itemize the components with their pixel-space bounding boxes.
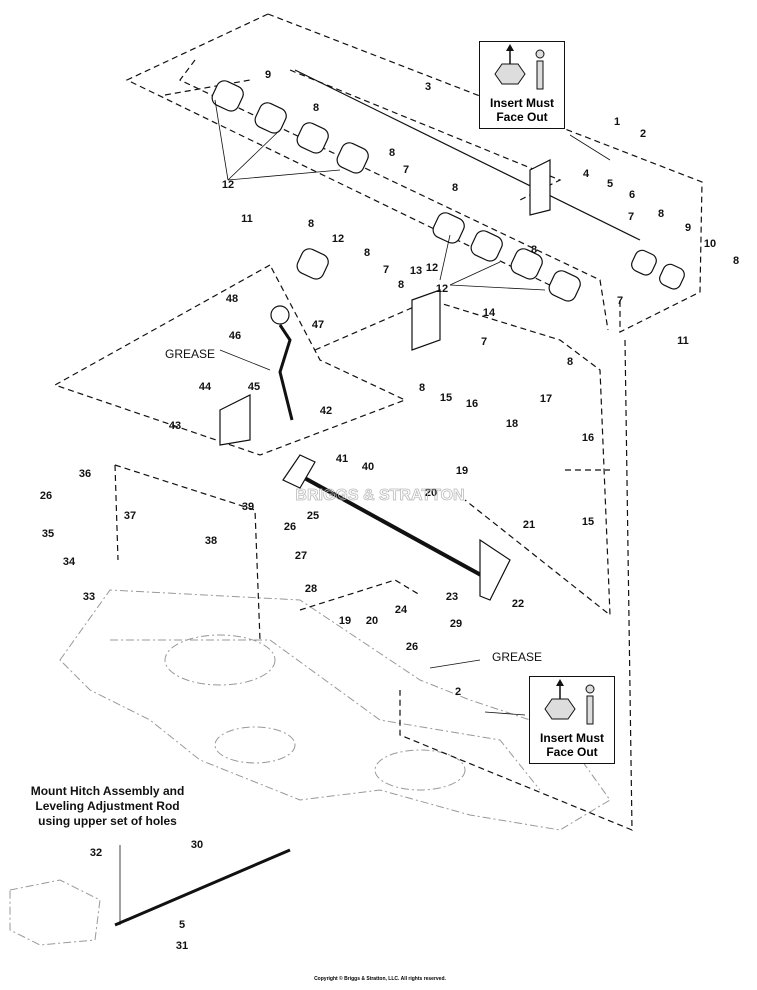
callout-37: 37 bbox=[124, 510, 136, 522]
callout-45: 45 bbox=[248, 381, 260, 393]
callout-26: 26 bbox=[406, 641, 418, 653]
callout-13: 13 bbox=[410, 265, 422, 277]
hitch-note-line: Leveling Adjustment Rod bbox=[35, 799, 180, 813]
callout-8: 8 bbox=[531, 244, 537, 256]
callout-4: 4 bbox=[583, 168, 590, 180]
rod-3 bbox=[294, 69, 641, 241]
callout-8: 8 bbox=[567, 356, 573, 368]
callout-6: 6 bbox=[629, 189, 635, 201]
callout-23: 23 bbox=[446, 591, 458, 603]
grease-label: GREASE bbox=[492, 650, 542, 664]
callout-24: 24 bbox=[395, 604, 408, 616]
callout-7: 7 bbox=[383, 264, 389, 276]
callout-17: 17 bbox=[540, 393, 552, 405]
callout-26: 26 bbox=[40, 490, 52, 502]
lift-shaft-assembly bbox=[114, 159, 551, 927]
callout-20: 20 bbox=[366, 615, 378, 627]
callout-16: 16 bbox=[466, 398, 478, 410]
callout-10: 10 bbox=[704, 238, 716, 250]
nut-bolt-icon bbox=[494, 44, 545, 90]
callout-3: 3 bbox=[425, 81, 431, 93]
callout-28: 28 bbox=[305, 583, 317, 595]
rollers bbox=[211, 80, 685, 302]
callout-30: 30 bbox=[191, 839, 203, 851]
insert-note-line2: Face Out bbox=[496, 110, 548, 124]
callout-15: 15 bbox=[582, 516, 594, 528]
callout-2: 2 bbox=[455, 686, 461, 698]
callout-11: 11 bbox=[677, 335, 689, 347]
callout-8: 8 bbox=[364, 247, 370, 259]
callout-16: 16 bbox=[582, 432, 594, 444]
callout-44: 44 bbox=[199, 381, 212, 393]
callout-2: 2 bbox=[640, 128, 646, 140]
callout-1: 1 bbox=[614, 116, 620, 128]
callout-11: 11 bbox=[241, 213, 253, 225]
insert-note-line2: Face Out bbox=[546, 745, 598, 759]
callout-46: 46 bbox=[229, 330, 241, 342]
callout-32: 32 bbox=[90, 847, 102, 859]
callout-19: 19 bbox=[456, 465, 468, 477]
callout-42: 42 bbox=[320, 405, 332, 417]
hitch-assembly bbox=[9, 879, 101, 946]
callout-26: 26 bbox=[284, 521, 296, 533]
callout-38: 38 bbox=[205, 535, 217, 547]
callout-31: 31 bbox=[176, 940, 188, 952]
leader-lines bbox=[119, 99, 611, 925]
callout-39: 39 bbox=[242, 501, 254, 513]
callout-36: 36 bbox=[79, 468, 91, 480]
callout-27: 27 bbox=[295, 550, 307, 562]
insert-note-line1: Insert Must bbox=[489, 96, 554, 110]
callout-12: 12 bbox=[426, 262, 438, 274]
callout-9: 9 bbox=[265, 69, 271, 81]
callout-5: 5 bbox=[179, 919, 185, 931]
callout-47: 47 bbox=[312, 319, 324, 331]
callout-35: 35 bbox=[42, 528, 54, 540]
callout-40: 40 bbox=[362, 461, 374, 473]
callout-8: 8 bbox=[658, 208, 664, 220]
callout-7: 7 bbox=[628, 211, 634, 223]
callout-41: 41 bbox=[336, 453, 348, 465]
callout-18: 18 bbox=[506, 418, 518, 430]
callout-33: 33 bbox=[83, 591, 95, 603]
callout-8: 8 bbox=[389, 147, 395, 159]
callout-29: 29 bbox=[450, 618, 462, 630]
hitch-note-line: using upper set of holes bbox=[38, 814, 177, 828]
callout-15: 15 bbox=[440, 392, 452, 404]
callout-7: 7 bbox=[617, 295, 623, 307]
callout-8: 8 bbox=[419, 382, 425, 394]
callout-19: 19 bbox=[339, 615, 351, 627]
nut-bolt-icon bbox=[544, 679, 595, 725]
callout-8: 8 bbox=[452, 182, 458, 194]
callout-43: 43 bbox=[169, 420, 181, 432]
callout-25: 25 bbox=[307, 510, 319, 522]
callout-8: 8 bbox=[308, 218, 314, 230]
grease-label: GREASE bbox=[165, 347, 215, 361]
callout-7: 7 bbox=[403, 164, 409, 176]
callout-12: 12 bbox=[436, 283, 448, 295]
callout-21: 21 bbox=[523, 519, 535, 531]
hitch-note-line: Mount Hitch Assembly and bbox=[30, 784, 185, 798]
callout-5: 5 bbox=[607, 178, 613, 190]
mower-deck bbox=[59, 589, 611, 831]
callout-48: 48 bbox=[226, 293, 238, 305]
callout-20: 20 bbox=[425, 487, 437, 499]
watermark: BRIGGS & STRATTON bbox=[295, 487, 464, 504]
hitch-note: Mount Hitch Assembly and Leveling Adjust… bbox=[20, 784, 195, 829]
callout-7: 7 bbox=[481, 336, 487, 348]
callout-34: 34 bbox=[63, 556, 76, 568]
insert-note-line1: Insert Must bbox=[539, 731, 604, 745]
callout-12: 12 bbox=[332, 233, 344, 245]
callout-8: 8 bbox=[313, 102, 319, 114]
callout-22: 22 bbox=[512, 598, 524, 610]
callout-8: 8 bbox=[398, 279, 404, 291]
copyright: Copyright © Briggs & Stratton, LLC. All … bbox=[314, 976, 446, 982]
callout-9: 9 bbox=[685, 222, 691, 234]
callout-8: 8 bbox=[733, 255, 739, 267]
callout-12: 12 bbox=[222, 179, 234, 191]
callout-14: 14 bbox=[483, 307, 496, 319]
